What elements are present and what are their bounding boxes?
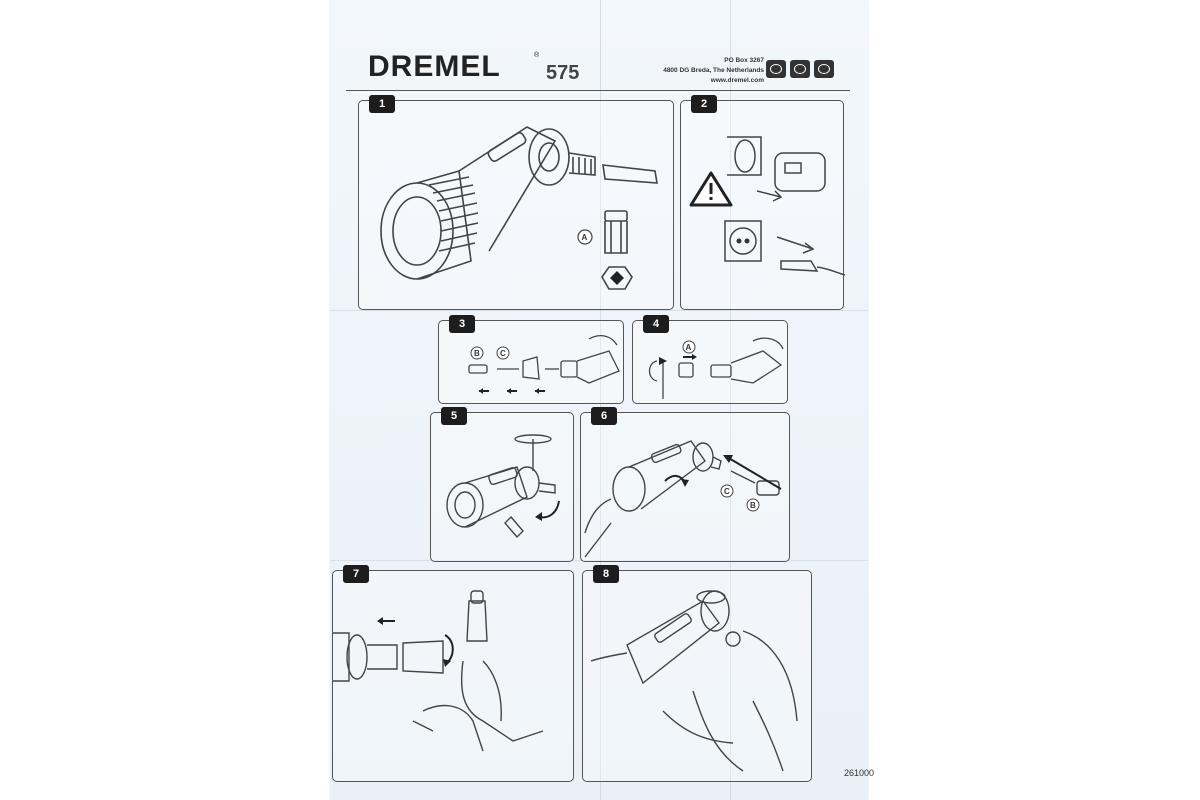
step-4-panel: 4 A (632, 315, 788, 404)
manual-book-icon (766, 60, 786, 78)
step-3-badge: 3 (449, 315, 475, 333)
step-1-badge: 1 (369, 95, 395, 113)
step-7-illustration (333, 590, 544, 752)
website: www.dremel.com (710, 77, 764, 84)
step-8-illustration (590, 590, 798, 772)
step-6-illustration: C B (584, 440, 782, 558)
step-3-callout-c: C (500, 349, 506, 358)
model-number: 575 (546, 62, 580, 84)
step-4-callout-a: A (686, 343, 692, 352)
step-3-panel: 3 B C (438, 315, 624, 404)
step-3-illustration: B C (468, 334, 620, 394)
step-1-callout-a: A (582, 233, 588, 242)
step-6-panel: 6 C B (580, 407, 790, 562)
step-2-panel: 2 (680, 95, 846, 310)
step-6-badge: 6 (591, 407, 617, 425)
step-5-badge: 5 (441, 407, 467, 425)
page-code: 261000 (844, 768, 875, 778)
step-7-badge: 7 (343, 565, 369, 583)
step-8-badge: 8 (593, 565, 619, 583)
instruction-sheet: DREMEL ® 575 PO Box 3267 4800 DG Breda, … (330, 0, 874, 800)
dust-mask-icon (814, 60, 834, 78)
step-4-illustration: A (648, 337, 784, 399)
address-line-1: PO Box 3267 (724, 57, 764, 64)
step-5-illustration (446, 434, 560, 539)
eye-protection-icon (790, 60, 810, 78)
fold-line (330, 310, 868, 311)
brand-logo: DREMEL (368, 50, 501, 83)
step-1-panel: 1 (358, 95, 674, 310)
fold-line (330, 560, 868, 561)
company-address: PO Box 3267 4800 DG Breda, The Netherlan… (663, 56, 764, 86)
step-5-panel: 5 (430, 407, 574, 562)
step-7-panel: 7 (332, 565, 574, 782)
sheet-header: DREMEL ® 575 PO Box 3267 4800 DG Breda, … (346, 36, 850, 92)
step-6-callout-c: C (724, 487, 730, 496)
header-rule (346, 90, 850, 91)
step-8-panel: 8 (582, 565, 812, 782)
fold-line (730, 0, 731, 800)
step-2-badge: 2 (691, 95, 717, 113)
step-1-illustration: A (380, 126, 658, 290)
address-line-2: 4800 DG Breda, The Netherlands (663, 67, 764, 74)
step-4-badge: 4 (643, 315, 669, 333)
step-3-callout-b: B (474, 349, 480, 358)
step-6-callout-b: B (750, 501, 756, 510)
fold-line (600, 0, 601, 800)
registered-mark: ® (534, 52, 540, 59)
step-2-illustration (689, 136, 846, 276)
